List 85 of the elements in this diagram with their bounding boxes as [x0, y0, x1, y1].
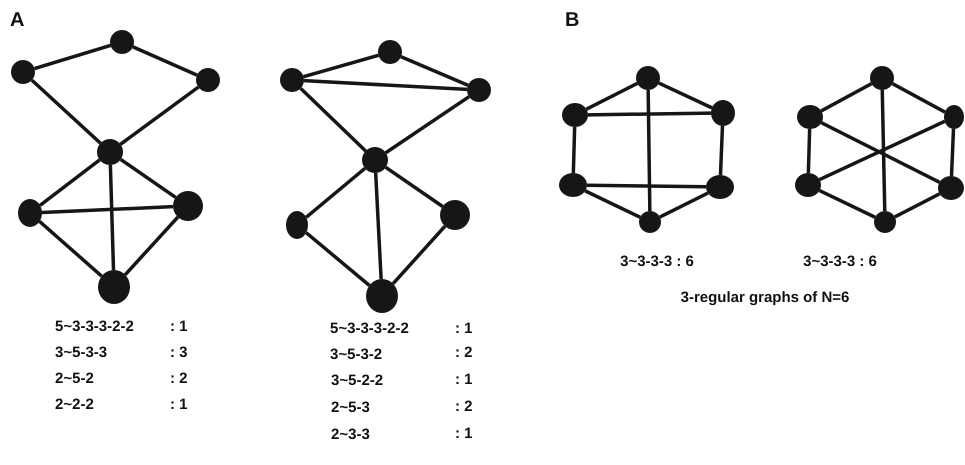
panel-caption: 3-regular graphs of N=6: [680, 289, 850, 307]
pattern-count: : 1: [170, 318, 188, 336]
pattern-count: : 1: [455, 320, 473, 338]
vertex-dot: [366, 279, 398, 313]
degree-pattern: 3~5-3-3: [55, 344, 108, 362]
vertex-dot: [795, 173, 821, 197]
degree-pattern: 3~3-3-3 : 6: [803, 253, 877, 271]
graph-edge: [572, 126, 576, 174]
vertex-dot: [11, 60, 35, 84]
degree-pattern: 5~3-3-3-2-2: [330, 320, 409, 338]
graph-edge: [806, 128, 812, 174]
graph-edge: [820, 82, 872, 112]
graph-edge: [818, 188, 876, 219]
graph-edge: [718, 126, 724, 176]
vertex-dot: [944, 105, 964, 129]
degree-pattern: 2~5-3: [331, 399, 370, 417]
vertex-dot: [562, 103, 588, 127]
graph-edge: [38, 220, 103, 278]
vertex-dot: [711, 100, 735, 126]
graph-edge: [305, 231, 371, 287]
degree-pattern: 2~2-2: [55, 396, 94, 414]
pattern-count: : 2: [455, 344, 473, 362]
graph-edge: [658, 81, 713, 110]
pattern-count: : 1: [455, 425, 473, 443]
graph-edge: [42, 204, 174, 214]
vertex-dot: [18, 199, 42, 227]
graph-edge: [299, 87, 367, 152]
vertex-dot: [362, 147, 388, 173]
graph-edge: [588, 111, 712, 117]
graph-edge: [120, 158, 177, 199]
pattern-count: : 2: [170, 370, 188, 388]
panel-letter: A: [10, 9, 24, 31]
degree-pattern: 3~3-3-3 : 6: [620, 253, 694, 271]
vertex-dot: [636, 66, 660, 90]
degree-pattern: 2~3-3: [331, 426, 370, 444]
graph-edge: [892, 82, 946, 114]
vertex-dot: [286, 211, 308, 239]
graph-edge: [132, 45, 198, 77]
degree-pattern: 3~5-3-2: [330, 346, 382, 364]
graph-edge: [950, 128, 956, 176]
panel-letter: B: [565, 9, 580, 31]
vertex-dot: [280, 68, 304, 92]
graph-edge: [384, 95, 470, 154]
pattern-count: : 3: [170, 344, 188, 362]
graph-edge: [392, 224, 446, 285]
vertex-dot: [440, 200, 470, 230]
vertex-dot: [639, 211, 661, 233]
graph-edge: [584, 189, 641, 219]
pattern-count: : 2: [455, 398, 473, 416]
vertex-dot: [559, 173, 587, 197]
graph-edge: [646, 90, 652, 212]
vertex-dot: [870, 66, 894, 90]
graph-edge: [374, 172, 383, 280]
graph-edge: [303, 54, 379, 78]
vertex-dot: [938, 176, 964, 200]
degree-pattern: 3~5-2-2: [331, 372, 384, 390]
graph-edge: [659, 191, 709, 219]
graph-edge: [119, 86, 200, 146]
vertex-dot: [110, 30, 134, 54]
vertex-dot: [378, 40, 402, 64]
graph-edge: [305, 166, 366, 219]
graph-edge: [880, 90, 887, 212]
graph-edge: [108, 164, 116, 270]
degree-pattern: 5~3-3-3-2-2: [55, 318, 134, 336]
graph-edge: [124, 216, 180, 276]
graph-edge: [384, 166, 444, 208]
vertex-dot: [98, 270, 130, 304]
vertex-dot: [467, 78, 491, 102]
vertex-dot: [173, 191, 203, 221]
graph-edge: [30, 78, 102, 144]
vertex-dot: [797, 105, 823, 129]
graph-edge: [400, 55, 469, 87]
vertex-dot: [196, 68, 220, 92]
graph-edge: [304, 78, 468, 92]
graph-edge: [586, 82, 638, 111]
pattern-count: : 1: [170, 396, 188, 414]
graph-edge: [38, 158, 101, 207]
vertex-dot: [97, 139, 123, 165]
vertex-dot: [874, 211, 896, 233]
pattern-count: : 1: [455, 371, 473, 389]
graph-edge: [894, 192, 940, 219]
graph-edge: [34, 44, 112, 70]
graph-edge: [586, 183, 706, 189]
vertex-dot: [706, 175, 734, 199]
degree-pattern: 2~5-2: [55, 370, 94, 388]
